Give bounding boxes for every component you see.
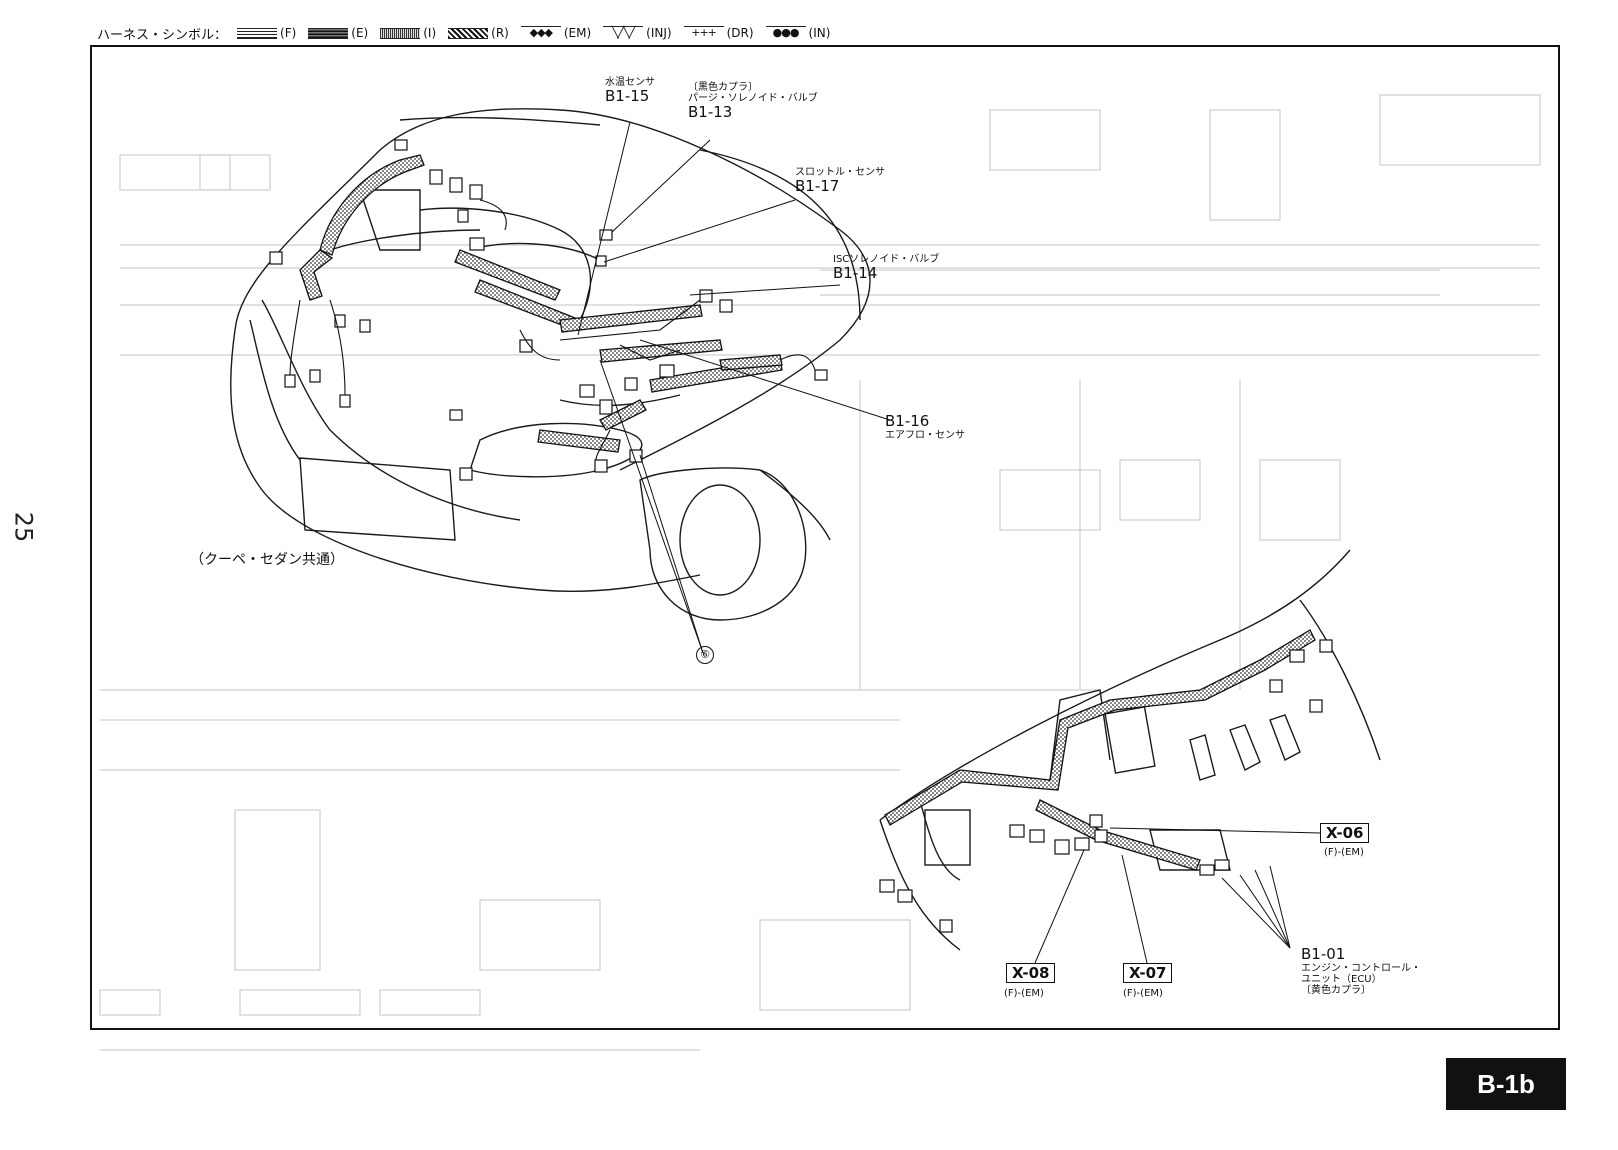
part-code: B1-01 xyxy=(1301,945,1346,963)
label-b1-01: B1-01 エンジン・コントロール・ ユニット（ECU） 〔黄色カプラ〕 xyxy=(1301,946,1421,996)
dotted-swatch-icon xyxy=(380,27,421,39)
fine-stripe-swatch-icon xyxy=(237,27,278,39)
engine-wires xyxy=(289,199,816,461)
legend-item-em: ◆◆◆(EM) xyxy=(520,26,592,40)
part-code: B1-17 xyxy=(795,177,840,195)
legend-code: (R) xyxy=(491,26,509,40)
legend-item-f: (F) xyxy=(237,26,296,40)
engine-harness xyxy=(299,154,783,453)
part-code: B1-13 xyxy=(688,103,733,121)
part-note: 〔黒色カプラ〕 xyxy=(688,82,758,93)
label-b1-17: スロットル・センサ B1-17 xyxy=(795,167,885,195)
part-name-line2: ユニット（ECU） xyxy=(1301,973,1382,985)
legend-code: (EM) xyxy=(563,26,592,40)
harness-symbol-legend: ハーネス・シンボル： (F) (E) (I) (R) ◆◆◆(EM) ╲╱╲╱(… xyxy=(97,22,836,44)
legend-code: (E) xyxy=(351,26,369,40)
legend-code: (DR) xyxy=(726,26,754,40)
common-note: （クーペ・セダン共通） xyxy=(190,552,344,568)
part-name: パージ・ソレノイド・バルブ xyxy=(688,93,818,104)
car-body-outline xyxy=(230,108,871,621)
legend-code: (INJ) xyxy=(646,26,672,40)
connector-x07: X-07 xyxy=(1123,963,1173,983)
connector-x08: X-08 xyxy=(1006,963,1056,983)
ghost-background xyxy=(99,94,1541,1051)
connector-x06: X-06 xyxy=(1320,823,1370,843)
cross-symbol-icon: +++ xyxy=(683,26,724,40)
part-code: B1-16 xyxy=(885,412,930,430)
dashboard-connectors xyxy=(879,639,1333,933)
diamond-symbol-icon: ◆◆◆ xyxy=(520,26,561,40)
label-b1-15: 水温センサ B1-15 xyxy=(605,77,655,105)
ground-point-6: ⑥ xyxy=(696,646,714,664)
connector-x07-sub: (F)-(EM) xyxy=(1123,988,1163,999)
legend-item-e: (E) xyxy=(308,26,368,40)
connector-x06-sub: (F)-(EM) xyxy=(1324,847,1364,858)
zigzag-symbol-icon: ╲╱╲╱ xyxy=(603,26,644,40)
legend-code: (IN) xyxy=(808,26,831,40)
part-name: スロットル・センサ xyxy=(795,167,885,178)
legend-item-dr: +++(DR) xyxy=(683,26,754,40)
legend-item-inj: ╲╱╲╱(INJ) xyxy=(603,26,672,40)
part-code: B1-15 xyxy=(605,87,650,105)
legend-code: (I) xyxy=(423,26,437,40)
label-b1-13: 〔黒色カプラ〕 パージ・ソレノイド・バルブ B1-13 xyxy=(688,82,818,121)
part-code: B1-14 xyxy=(833,264,878,282)
diagonal-swatch-icon xyxy=(448,27,489,39)
part-name-line1: エンジン・コントロール・ xyxy=(1301,962,1421,974)
part-note: 〔黄色カプラ〕 xyxy=(1301,984,1371,996)
legend-label: ハーネス・シンボル： xyxy=(97,27,228,43)
connector-x08-sub: (F)-(EM) xyxy=(1004,988,1044,999)
leader-lines xyxy=(577,121,1321,964)
label-b1-14: ISCソレノイド・バルブ B1-14 xyxy=(833,254,939,282)
dense-dark-swatch-icon xyxy=(308,27,349,39)
part-name: 水温センサ xyxy=(605,77,655,88)
dashboard-outline xyxy=(879,549,1381,951)
dot-symbol-icon: ●●● xyxy=(765,26,806,40)
label-b1-16: B1-16 エアフロ・センサ xyxy=(885,413,965,441)
legend-item-r: (R) xyxy=(448,26,509,40)
legend-code: (F) xyxy=(280,26,297,40)
legend-item-i: (I) xyxy=(380,26,436,40)
part-name: エアフロ・センサ xyxy=(885,429,965,441)
section-badge: B-1b xyxy=(1446,1058,1566,1110)
part-name: ISCソレノイド・バルブ xyxy=(833,254,940,265)
legend-item-in: ●●●(IN) xyxy=(765,26,831,40)
diagram-frame xyxy=(90,45,1560,1030)
